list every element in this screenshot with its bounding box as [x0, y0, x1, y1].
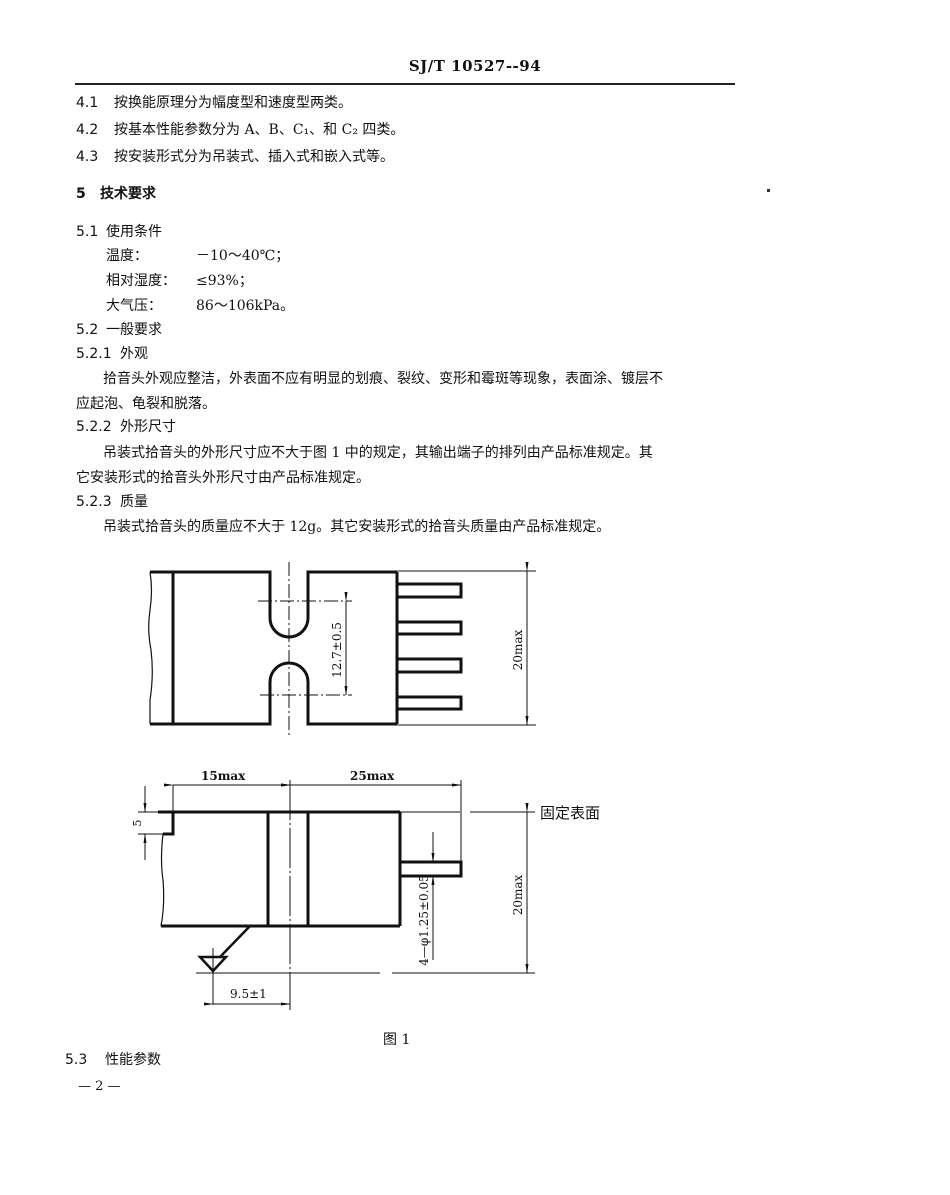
header-rule — [75, 83, 735, 85]
dim-top-height-label: 20max — [511, 629, 525, 670]
condition-pressure: 大气压：86～106kPa。 — [106, 298, 295, 314]
top-view — [148, 562, 536, 735]
page-number: — 2 — — [78, 1079, 121, 1094]
scan-speck — [767, 189, 770, 192]
mass-paragraph: 吊装式拾音头的质量应不大于 12g。其它安装形式的拾音头质量由产品标准规定。 — [103, 519, 611, 535]
appearance-paragraph-line1: 拾音头外观应整洁，外表面不应有明显的划痕、裂纹、变形和霉斑等现象，表面涂、镀层不 — [103, 371, 663, 387]
appearance-paragraph-line2: 应起泡、龟裂和脱落。 — [76, 396, 216, 412]
dim-side-height-label: 20max — [511, 874, 525, 915]
dimensions-paragraph-line2: 它安装形式的拾音头外形尺寸由产品标准规定。 — [76, 470, 370, 486]
dimensions-paragraph-line1: 吊装式拾音头的外形尺寸应不大于图 1 中的规定，其输出端子的排列由产品标准规定。… — [103, 445, 653, 461]
dim-pin-diameter-label: 4—φ1.25±0.05 — [417, 874, 431, 966]
dim-datum-offset-label: 9.5±1 — [230, 987, 267, 1001]
mounting-surface-label: 固定表面 — [540, 804, 600, 822]
condition-temperature: 温度：－10～40℃； — [106, 248, 290, 264]
dim-step-label: 5 — [131, 820, 144, 827]
figure-caption: 图 1 — [383, 1032, 411, 1048]
side-view — [138, 780, 535, 1010]
dim-right-length-label: 25max — [350, 769, 395, 783]
dim-slot-spacing-label: 12.7±0.5 — [330, 622, 344, 678]
dim-left-length-label: 15max — [201, 769, 246, 783]
standard-code-header: SJ/T 10527--94 — [408, 57, 542, 75]
condition-humidity: 相对湿度：≤93%； — [106, 273, 253, 289]
